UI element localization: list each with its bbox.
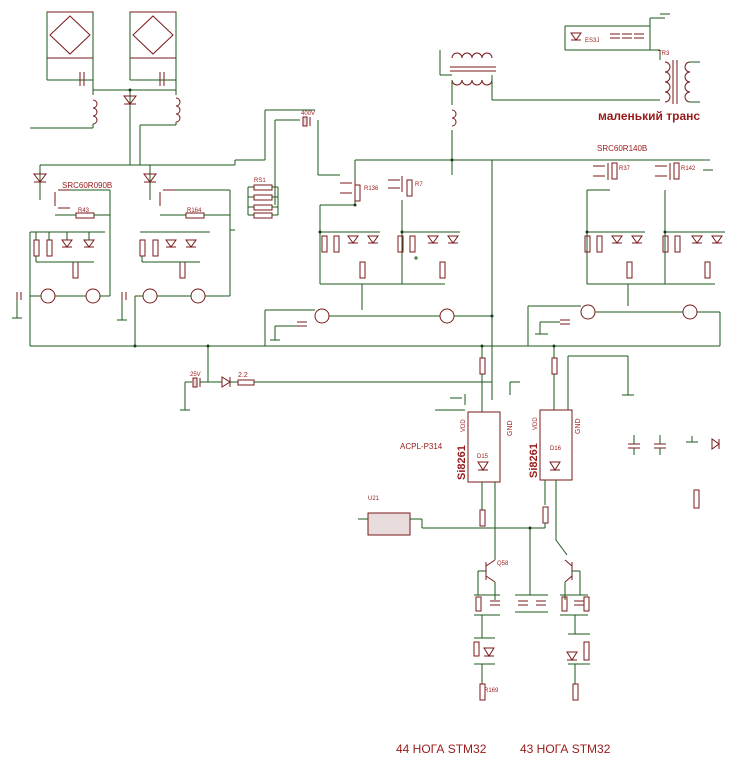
- gate-driver-left-b: [139, 231, 210, 279]
- resistor-network-rs1: RS1: [247, 178, 279, 219]
- mosfet-label-src60r140b: SRC60R140B: [597, 144, 647, 153]
- transistor-pair-center: [264, 284, 492, 346]
- si8261-left-vdd: VDD: [461, 419, 467, 432]
- cap-400v-label: 400V: [301, 111, 315, 117]
- resistor-si-right-out: [542, 506, 549, 524]
- resistor-si-right-top: [551, 357, 558, 375]
- q58-label: Q58: [497, 561, 509, 567]
- left-supply: [30, 80, 181, 165]
- loose-components: [628, 435, 720, 509]
- transistor-right-lower: [564, 559, 581, 600]
- r37-label: R37: [619, 166, 631, 172]
- main-transformer: [439, 50, 660, 160]
- mosfet-left-b: [143, 165, 230, 206]
- si8261-right-gnd: GND: [575, 418, 582, 434]
- mosfet-center-b: R7: [388, 176, 423, 197]
- r142-label: R142: [681, 166, 696, 172]
- bridge-rectifier-left: [46, 11, 94, 81]
- tr3-label: TR3: [658, 51, 670, 57]
- rs1-label: RS1: [254, 178, 266, 184]
- transistor-pair-left-b: [117, 288, 230, 321]
- es3j-label: ES3J: [585, 38, 599, 44]
- label-small-transformer: маленький транс: [598, 109, 700, 123]
- acpl-p314-label: ACPL-P314: [400, 442, 443, 451]
- mosfet-left-a: [33, 165, 110, 209]
- label-stm32-pin43: 43 НОГА STM32: [520, 742, 611, 756]
- mosfet-label-src60r090b: SRC60R090B: [62, 181, 112, 190]
- u21-chip: U21: [358, 496, 545, 536]
- d15-label: D15: [477, 454, 489, 460]
- small-transformer-tr3: TR3: [658, 51, 700, 104]
- lower-output-network: R169: [473, 528, 590, 701]
- transistor-q58: Q58: [477, 559, 509, 600]
- resistor-si-left-out: [479, 509, 486, 527]
- mosfet-right-a: R37: [593, 162, 631, 180]
- si8261-left-chip: Si8261 VDD GND D15: [456, 411, 514, 483]
- gate-driver-center: [319, 200, 460, 285]
- r136-label: R136: [364, 186, 379, 192]
- r169-label: R169: [484, 688, 499, 694]
- transistor-pair-right: [527, 284, 720, 346]
- capacitor-400v: 400V: [301, 111, 315, 127]
- gate-driver-left-a: [30, 231, 105, 279]
- r164-label: R164: [187, 208, 202, 214]
- resistor-2p2-label: 2.2: [238, 372, 248, 379]
- cap-25v-label: 25V: [190, 372, 201, 378]
- si8261-right-vdd: VDD: [533, 417, 539, 430]
- r43-label: R43: [78, 208, 90, 214]
- auxiliary-supply: ES3J: [564, 13, 670, 60]
- label-stm32-pin44: 44 НОГА STM32: [396, 742, 487, 756]
- d16-label: D16: [550, 446, 562, 452]
- si8261-left-gnd: GND: [507, 420, 514, 436]
- resistor-si-left-top: [479, 357, 486, 375]
- si8261-right-label: Si8261: [528, 443, 540, 478]
- si8261-left-label: Si8261: [456, 445, 468, 480]
- bridge-rectifier-right: [129, 11, 177, 81]
- bootstrap-circuit: 25V 2.2: [180, 346, 492, 411]
- si8261-right-chip: Si8261 VDD GND D16: [528, 409, 582, 481]
- transistor-pair-left-a: [12, 288, 110, 319]
- r7-label: R7: [415, 182, 423, 188]
- u21-label: U21: [368, 496, 380, 502]
- gate-driver-right: [584, 189, 725, 285]
- mosfet-center-a: R136: [340, 180, 379, 202]
- mosfet-right-b: R142: [655, 162, 696, 180]
